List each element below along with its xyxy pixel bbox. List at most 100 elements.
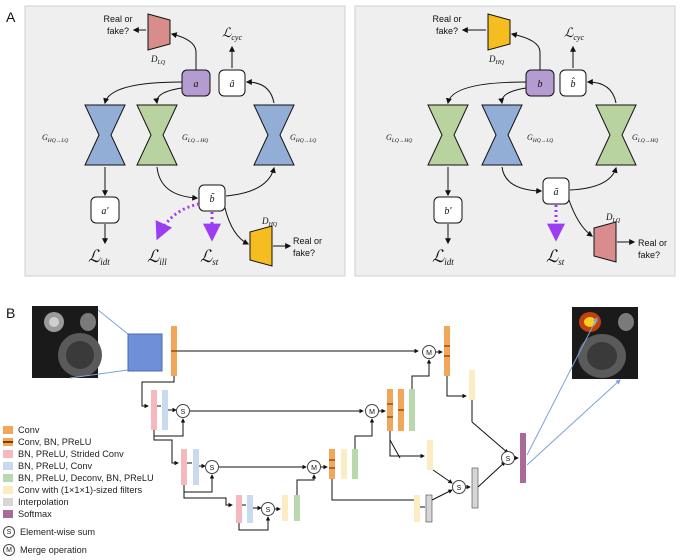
node-b-tilde-label: b̃ [210,192,215,205]
node-a-prime [90,196,120,224]
sum-node-4 [452,480,466,494]
network-diagram: M S M [141,326,526,531]
legend-item-conv-bn-prelu: Conv, BN, PReLU [3,436,91,448]
block-bnconv-3 [247,495,253,523]
block-deconv-4 [294,495,300,521]
generator-lq-to-hq-center [136,104,178,166]
gen-label-2: GLQ→HQ [182,133,208,144]
real-fake-top-line1: Real or [103,14,132,24]
real-fake-top-right-line1: Real or [432,14,461,24]
legend-label: Interpolation [18,497,69,507]
panel-a-label: A [6,9,16,25]
node-a-prime-label: a' [101,206,109,217]
block-deconv-3 [352,449,358,479]
generator-lq-to-hq-right [595,104,637,166]
merge-symbol-1: M [426,350,432,357]
block-bnconv-1 [162,390,168,430]
sum-symbol-final: S [506,456,511,463]
legend-label: Merge operation [20,545,87,555]
output-segmentation-image [572,307,638,379]
node-b-prime [433,196,463,224]
legend-item-softmax: Softmax [3,508,52,520]
generator-hq-to-lq-left [84,104,126,166]
sum-node-2 [205,460,219,474]
legend-swatch [3,462,13,470]
sum-symbol-1: S [181,409,186,416]
dotted-arrow-ill [155,202,200,241]
sum-symbol-4: S [457,485,462,492]
discriminator-hq-top [487,13,511,51]
legend-item-merge: M Merge operation [3,544,87,556]
legend-label: Element-wise sum [20,527,96,537]
gen-label-r2: GHQ→LQ [527,133,553,144]
sum-node-1 [176,404,190,418]
legend-label: Softmax [18,509,52,519]
merge-node-2 [365,404,379,418]
gen-label-1: GHQ→LQ [42,133,68,144]
discriminator-lq-bottom [593,221,617,263]
block-interp-2 [471,467,479,509]
legend-item-conv: Conv [3,424,39,436]
legend-item-bn-conv: BN, PReLU, Conv [3,460,92,472]
real-fake-top-line2: fake? [107,26,129,36]
sum-symbol-3: S [266,507,271,514]
sum-icon: S [3,526,15,538]
legend-item-strided: BN, PReLU, Strided Conv [3,448,124,460]
gen-label-r3: GLQ→HQ [632,133,658,144]
legend-swatch [3,498,13,506]
node-b-hat-label: b̂ [571,77,576,90]
legend-label: BN, PReLU, Conv [18,461,93,471]
block-strided-1 [151,390,157,430]
input-volume-block [127,333,163,372]
legend-label: Conv, BN, PReLU [18,437,92,447]
node-b-prime-label: b' [444,206,452,217]
legend-label: Conv [18,425,40,435]
merge-symbol-3: M [311,465,317,472]
merge-symbol-2: M [369,409,375,416]
block-conv-up1 [444,326,450,376]
legend-swatch [3,450,13,458]
node-b-label: b [538,79,543,90]
gen-label-3: GHQ→LQ [290,133,316,144]
block-strided-3 [236,495,242,523]
generator-hq-to-lq-center [481,104,523,166]
node-b-hat [559,69,587,97]
block-conv-up2 [387,389,393,431]
generator-lq-to-hq-left [427,104,469,166]
sum-symbol-2: S [210,465,215,472]
gen-label-r1: GLQ→HQ [386,133,412,144]
block-1x1-3 [414,495,420,522]
real-fake-bottom-line2: fake? [293,248,315,258]
legend-swatch [3,474,13,482]
panel-a-left: Real or fake? DLQ ℒcyc a â GHQ→LQ GLQ→HQ… [24,5,346,277]
node-a-tilde-label: ã [554,187,559,198]
legend-label: Conv with (1×1×1)-sized filters [18,485,143,495]
discriminator-lq-top [147,13,171,51]
legend-label: BN, PReLU, Strided Conv [18,449,124,459]
panel-b-label: B [6,305,15,321]
discriminator-hq-bottom [249,225,273,267]
legend-swatch [3,426,13,434]
block-1x1-2 [427,440,433,470]
legend-swatch [3,486,13,494]
block-1x1-1 [469,370,475,400]
real-fake-bottom-line1: Real or [293,236,322,246]
legend-swatch [3,438,13,446]
legend-item-interpolation: Interpolation [3,496,69,508]
node-a-hat-label: â [230,79,235,90]
node-a-tilde [542,177,570,205]
legend-item-sum: S Element-wise sum [3,526,95,538]
sum-node-3 [261,502,275,516]
real-fake-bottom-right-line1: Real or [638,238,667,248]
node-b-tilde [198,184,226,212]
legend-item-1x1: Conv with (1×1×1)-sized filters [3,484,142,496]
block-strided-2 [181,449,187,485]
legend-label: BN, PReLU, Deconv, BN, PReLU [18,473,154,483]
block-deconv-2 [409,389,415,431]
block-softmax [520,433,526,483]
panel-a-left-background [24,5,346,277]
node-a-label: a [194,79,199,90]
merge-node-1 [422,345,436,359]
panel-a-right: Real or fake? DHQ ℒcyc b b̂ GLQ→HQ GHQ→L… [354,5,676,277]
